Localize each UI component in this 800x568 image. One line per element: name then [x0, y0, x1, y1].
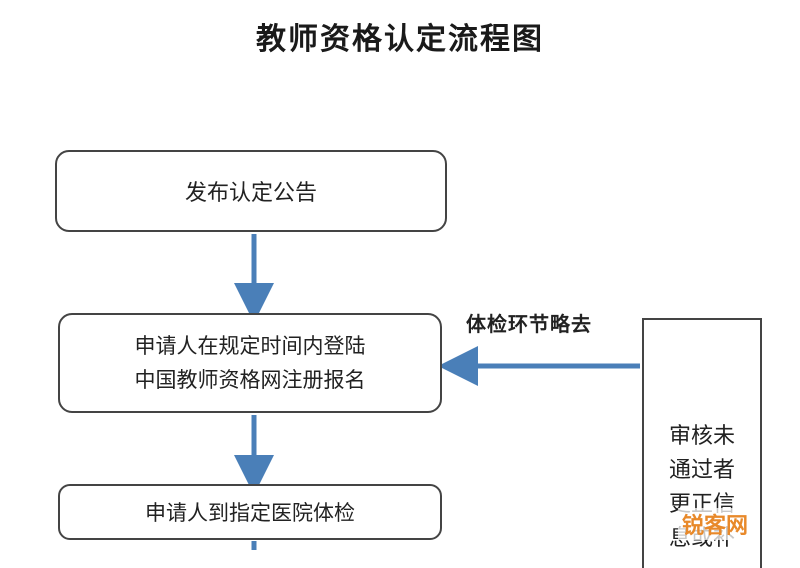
step-register-line1: 申请人在规定时间内登陆: [134, 334, 366, 358]
step-online-registration: 申请人在规定时间内登陆 中国教师资格网注册报名: [58, 313, 442, 413]
side-line2: 通过者: [668, 458, 735, 483]
step-register-line2: 中国教师资格网注册报名: [134, 368, 366, 392]
step-medical-exam: 申请人到指定医院体检: [58, 484, 442, 540]
step-medical-label: 申请人到指定医院体检: [145, 501, 355, 525]
step-publish-label: 发布认定公告: [184, 181, 317, 206]
skip-note: 体检环节略去: [466, 312, 592, 336]
side-line1: 审核未: [668, 424, 735, 449]
page-title: 教师资格认定流程图: [256, 22, 544, 57]
step-publish-announcement: 发布认定公告: [55, 150, 447, 232]
watermark-logo: 锐客网: [678, 508, 753, 540]
flow-arrows: [234, 234, 640, 550]
